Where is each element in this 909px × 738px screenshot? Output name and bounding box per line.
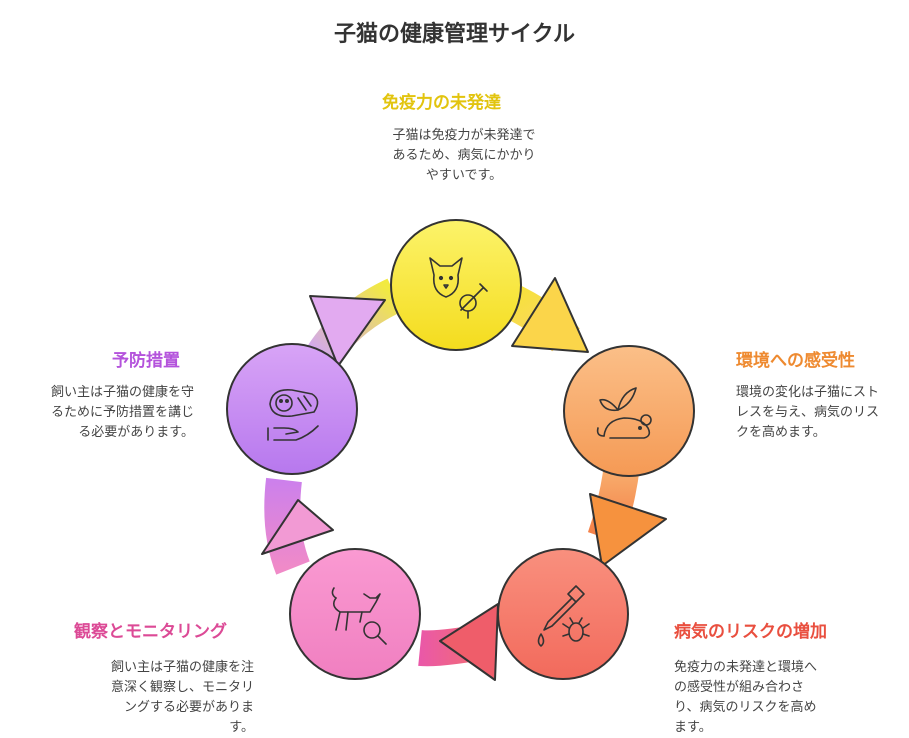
arrow-orange-to-red [587, 462, 667, 567]
step-circle-monitoring [289, 548, 421, 680]
step-title-environment: 環境への感受性 [736, 351, 855, 371]
step-circle-prevention [226, 343, 358, 475]
step-title-immunity: 免疫力の未発達 [382, 93, 501, 113]
step-title-monitoring: 観察とモニタリング [74, 622, 227, 642]
page-title: 子猫の健康管理サイクル [334, 22, 575, 47]
step-desc-prevention: 飼い主は子猫の健康を守 るために予防措置を講じ る必要があります。 [50, 385, 194, 440]
dropper-bug-icon [537, 585, 590, 647]
step-circle-immunity [390, 219, 522, 351]
mouse-leaf-icon [596, 387, 652, 439]
step-circle-environment [563, 345, 695, 477]
cat-magnifier-icon [331, 587, 387, 645]
step-desc-monitoring: 飼い主は子猫の健康を注 意深く観察し、モニタリ ングする必要がありま す。 [110, 660, 254, 735]
step-desc-environment: 環境の変化は子猫にスト レスを与え、病気のリス クを高めます。 [736, 385, 880, 440]
arrow-pink-to-purple [261, 477, 334, 575]
step-desc-immunity: 子猫は免疫力が未発達で あるため、病気にかかり やすいです。 [392, 128, 536, 183]
baby-hand-icon [267, 388, 319, 441]
arrow-purple-to-yellow [304, 278, 403, 370]
arrow-red-to-pink [418, 603, 499, 681]
step-title-risk: 病気のリスクの増加 [674, 622, 827, 642]
step-desc-risk: 免疫力の未発達と環境へ の感受性が組み合わさ り、病気のリスクを高め ます。 [674, 660, 818, 735]
cat-syringe-icon [429, 257, 488, 319]
step-title-prevention: 予防措置 [112, 351, 180, 371]
